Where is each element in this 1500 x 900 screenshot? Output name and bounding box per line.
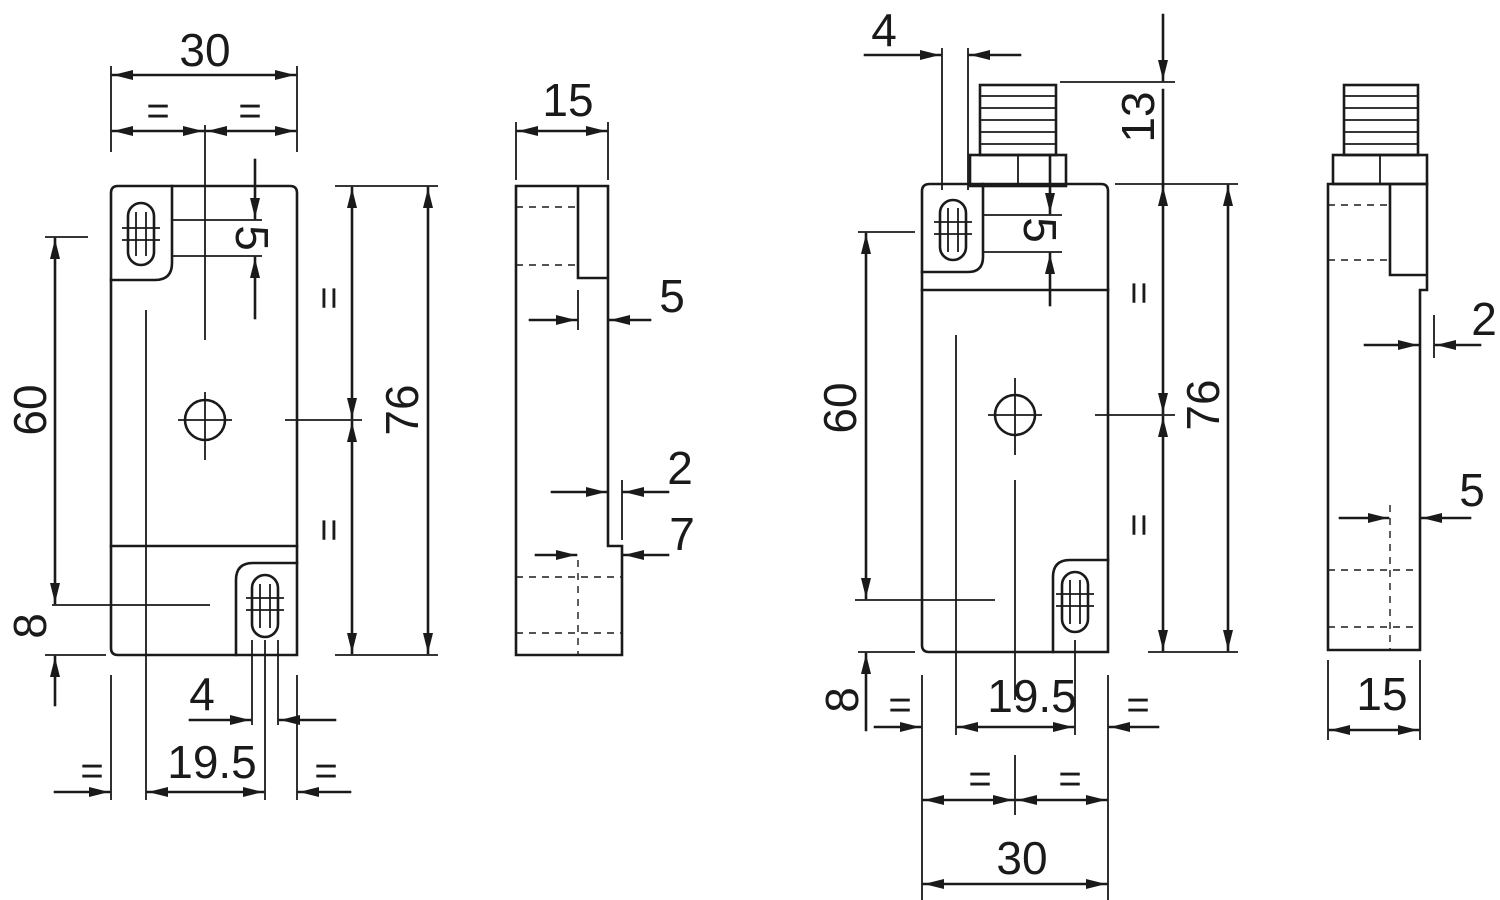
right-front-top-ledge [920,182,1110,292]
right-front-upper-half: = [1117,281,1161,304]
right-front-lower-half: = [1117,513,1161,536]
left-front-bottom-offset-label: 8 [4,613,56,639]
right-side-connector [1331,83,1429,186]
right-front-view: 4 13 5 = = 76 60 8 = 19.5 = [814,4,1238,900]
left-front-height-outer-label: 76 [376,384,428,435]
left-front-height-holes-label: 60 [4,384,56,435]
right-side-view: 2 5 15 [1326,83,1497,740]
left-front-slot-width-label: 4 [189,668,215,720]
right-front-bottom-offset-label: 8 [816,687,868,713]
right-side-step-bottom-label: 5 [1459,464,1485,516]
left-side-step-mid-label: 2 [667,442,693,494]
left-front-edge-right: = [314,749,337,793]
left-side-body [514,184,624,657]
right-front-center-hole [988,378,1042,455]
right-front-slot-bottom [1056,570,1094,634]
left-front-slot-offset-label: 5 [226,225,278,251]
right-side-thickness-label: 15 [1356,668,1407,720]
right-front-connector-height-label: 13 [1112,91,1164,142]
right-front-half-left: = [968,757,991,801]
left-front-lower-half: = [307,518,351,541]
left-front-width-label: 30 [179,24,230,76]
left-side-step-bottom-label: 7 [669,508,695,560]
right-side-body [1326,182,1429,652]
connector [968,83,1068,188]
right-front-edge-left: = [888,683,911,727]
right-front-edge-right: = [1126,683,1149,727]
right-front-width-label: 30 [996,832,1047,884]
right-front-height-holes-label: 60 [814,382,866,433]
right-front-bottom-ledge [1051,558,1110,654]
left-side-thickness-label: 15 [542,74,593,126]
right-side-step-top-label: 2 [1471,293,1497,345]
left-front-upper-half: = [307,286,351,309]
right-front-half-right: = [1058,757,1081,801]
left-front-view: 30 = = 5 = = 76 60 8 4 [4,24,438,800]
right-front-slot-top [934,198,972,262]
left-front-hole-spacing-label: 19.5 [167,736,257,788]
left-front-half-right: = [238,89,261,133]
left-front-slot-bottom [246,573,284,639]
left-side-view: 15 5 2 7 [514,74,695,657]
left-front-center-hole [178,392,232,460]
right-front-connector-width-label: 4 [871,4,897,56]
left-front-top-ledge [109,184,174,282]
left-side-step-top-label: 5 [659,270,685,322]
left-front-body [109,184,299,657]
right-front-body [920,182,1110,654]
left-front-slot-top [122,201,160,267]
right-front-height-outer-label: 76 [1177,379,1229,430]
right-front-hole-spacing-label: 19.5 [987,670,1077,722]
left-front-bottom-ledge [109,544,299,657]
left-front-half-left: = [146,89,169,133]
left-front-edge-left: = [80,749,103,793]
right-front-slot-offset-label: 5 [1014,217,1066,243]
